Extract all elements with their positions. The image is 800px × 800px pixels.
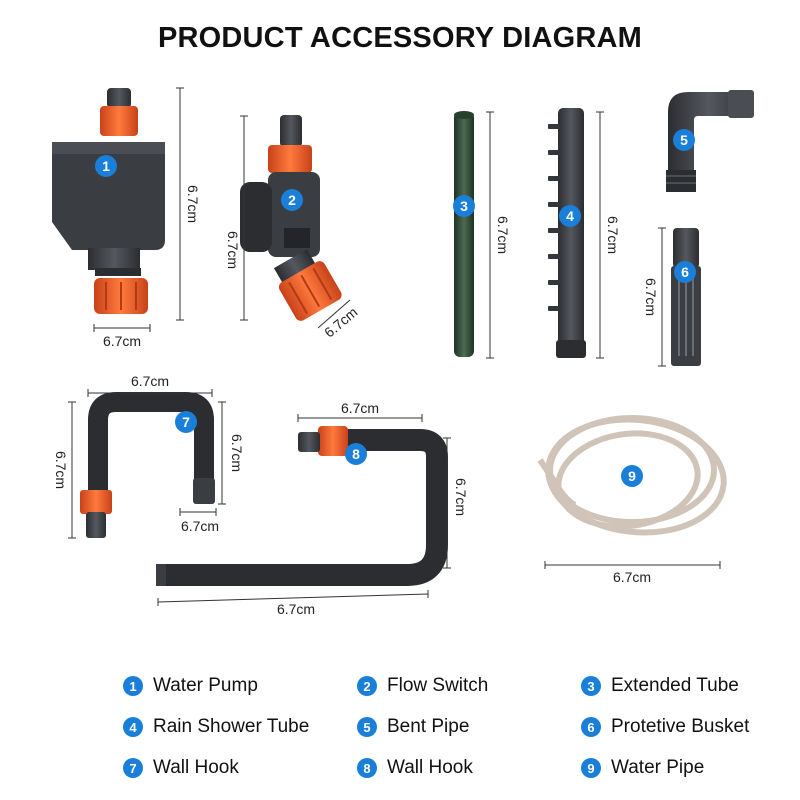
legend-item-1: 1 Water Pump — [123, 675, 258, 697]
dim-label-hook8-top: 6.7cm — [341, 400, 379, 416]
dim-label-shower-tube: 6.7cm — [605, 216, 621, 254]
wall-hook-large-illustration — [156, 426, 448, 586]
legend-number-badge: 1 — [123, 676, 143, 696]
dim-label-extended-tube: 6.7cm — [495, 216, 511, 254]
badge-6: 6 — [674, 261, 696, 283]
part-badges: 1 2 3 4 5 6 7 8 9 — [95, 129, 696, 487]
dim-label-hook7-bottom: 6.7cm — [181, 518, 219, 534]
svg-text:9: 9 — [628, 468, 636, 484]
legend-item-9: 9 Water Pipe — [581, 757, 704, 779]
legend-item-8: 8 Wall Hook — [357, 757, 473, 779]
badge-8: 8 — [345, 443, 367, 465]
dimension-lines — [68, 87, 721, 606]
svg-text:1: 1 — [102, 158, 110, 174]
dim-label-hook8-bottom: 6.7cm — [277, 601, 315, 617]
dim-label-pump-height: 6.7cm — [185, 185, 201, 223]
legend-label: Wall Hook — [387, 757, 473, 778]
legend-label: Bent Pipe — [387, 716, 470, 737]
legend-number-badge: 2 — [357, 676, 377, 696]
svg-text:2: 2 — [288, 192, 296, 208]
dim-label-hook7-left: 6.7cm — [53, 451, 69, 489]
dim-label-basket: 6.7cm — [643, 278, 659, 316]
badge-5: 5 — [673, 129, 695, 151]
svg-text:5: 5 — [680, 132, 688, 148]
water-pipe-illustration — [537, 415, 727, 536]
legend-label: Extended Tube — [611, 675, 739, 696]
dim-label-pump-width: 6.7cm — [103, 333, 141, 349]
dim-label-switch-height: 6.7cm — [225, 231, 241, 269]
svg-text:7: 7 — [182, 414, 190, 430]
svg-text:6: 6 — [681, 264, 689, 280]
legend-number-badge: 8 — [357, 758, 377, 778]
flow-switch-illustration — [240, 115, 342, 321]
legend-number-badge: 9 — [581, 758, 601, 778]
legend-item-2: 2 Flow Switch — [357, 675, 488, 697]
dimension-labels: 6.7cm 6.7cm 6.7cm 6.7cm 6.7cm 6.7cm 6.7c… — [53, 185, 659, 617]
badge-4: 4 — [559, 205, 581, 227]
legend-item-3: 3 Extended Tube — [581, 675, 739, 697]
legend-label: Rain Shower Tube — [153, 716, 310, 737]
legend-label: Water Pipe — [611, 757, 705, 778]
legend-item-6: 6 Protetive Busket — [581, 716, 749, 738]
badge-3: 3 — [453, 195, 475, 217]
legend-label: Water Pump — [153, 675, 258, 696]
legend-label: Wall Hook — [153, 757, 239, 778]
legend-number-badge: 5 — [357, 717, 377, 737]
rain-shower-tube-illustration — [548, 108, 586, 358]
dim-label-hook7-top: 6.7cm — [131, 373, 169, 389]
legend-number-badge: 6 — [581, 717, 601, 737]
badge-1: 1 — [95, 155, 117, 177]
protective-basket-illustration — [671, 228, 701, 366]
badge-9: 9 — [621, 465, 643, 487]
svg-text:4: 4 — [566, 208, 574, 224]
water-pump-illustration — [52, 88, 165, 314]
legend-number-badge: 7 — [123, 758, 143, 778]
legend-number-badge: 4 — [123, 717, 143, 737]
legend-item-5: 5 Bent Pipe — [357, 716, 469, 738]
diagram-title: PRODUCT ACCESSORY DIAGRAM — [157, 22, 643, 54]
legend-label: Protetive Busket — [611, 716, 750, 737]
legend-item-4: 4 Rain Shower Tube — [123, 716, 309, 738]
badge-2: 2 — [281, 189, 303, 211]
dim-label-hook8-right: 6.7cm — [453, 478, 469, 516]
dim-label-switch-diagonal: 6.7cm — [321, 304, 360, 341]
dim-label-water-pipe: 6.7cm — [613, 569, 651, 585]
badge-7: 7 — [175, 411, 197, 433]
legend-item-7: 7 Wall Hook — [123, 757, 239, 779]
legend-number-badge: 3 — [581, 676, 601, 696]
legend-label: Flow Switch — [387, 675, 489, 696]
svg-text:3: 3 — [460, 198, 468, 214]
svg-text:8: 8 — [352, 446, 360, 462]
wall-hook-small-illustration — [80, 392, 215, 538]
bent-pipe-illustration — [666, 90, 754, 192]
extended-tube-illustration — [454, 111, 474, 357]
dim-label-hook7-right: 6.7cm — [229, 434, 245, 472]
